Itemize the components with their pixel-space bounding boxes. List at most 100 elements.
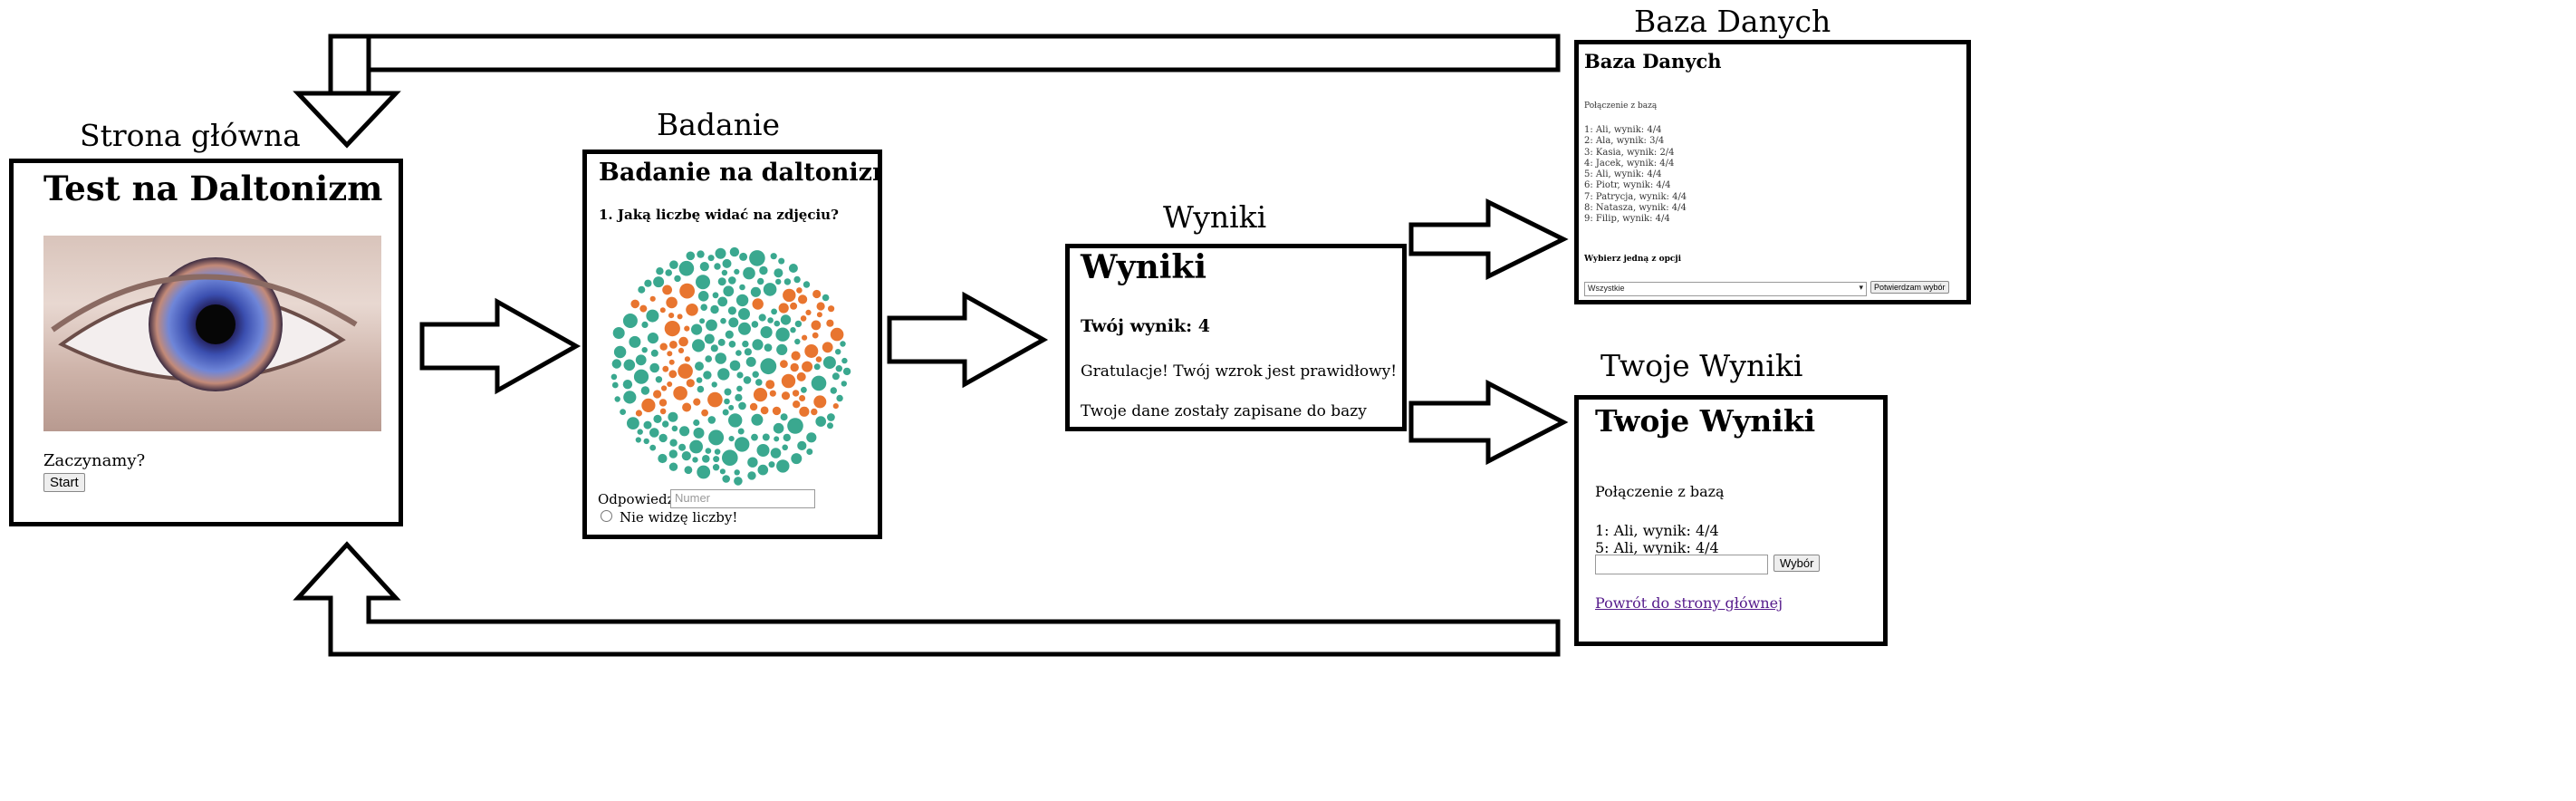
database-entry: 5: Ali, wynik: 4/4 — [1584, 169, 1662, 180]
plate-dot — [722, 449, 738, 466]
plate-number-dot — [664, 321, 680, 337]
plate-dot — [750, 286, 761, 297]
plate-number-dot — [813, 395, 827, 409]
database-select-value: Wszystkie — [1588, 284, 1625, 293]
plate-number-dot — [686, 304, 698, 316]
plate-dot — [775, 278, 782, 285]
plate-dot — [635, 354, 647, 366]
plate-dot — [735, 437, 750, 452]
plate-dot — [705, 355, 712, 362]
plate-dot — [681, 451, 691, 461]
plate-number-dot — [686, 379, 695, 388]
plate-dot — [728, 341, 736, 348]
plate-dot — [739, 284, 745, 291]
plate-dot — [705, 448, 712, 454]
panel-your-results: Twoje Wyniki Połączenie z bazą 1: Ali, w… — [1574, 395, 1888, 646]
plate-dot — [697, 250, 705, 258]
plate-dot — [610, 373, 618, 381]
plate-dot — [669, 260, 678, 269]
plate-dot — [696, 275, 710, 290]
plate-dot — [708, 429, 725, 446]
choose-button[interactable]: Wybór — [1773, 555, 1821, 572]
plate-number-dot — [752, 298, 764, 310]
plate-dot — [622, 314, 638, 328]
plate-dot — [655, 376, 663, 383]
home-prompt: Zaczynamy? — [43, 451, 146, 470]
plate-dot — [813, 363, 821, 371]
plate-dot — [773, 422, 784, 434]
plate-dot — [717, 296, 728, 307]
plate-dot — [665, 269, 672, 276]
arrow-database-to-home — [293, 34, 1561, 149]
plate-dot — [697, 291, 709, 302]
plate-number-dot — [693, 398, 701, 406]
answer-input[interactable]: Numer — [670, 489, 815, 508]
back-link[interactable]: Powrót do strony głównej — [1595, 594, 1783, 612]
plate-dot — [692, 457, 698, 463]
no-number-label: Nie widzę liczby! — [620, 509, 738, 526]
plate-number-dot — [678, 336, 688, 347]
plate-dot — [678, 260, 695, 276]
plate-dot — [774, 268, 783, 278]
plate-dot — [693, 427, 705, 439]
plate-dot — [734, 477, 743, 486]
plate-dot — [758, 314, 766, 322]
plate-dot — [782, 444, 788, 451]
plate-dot — [635, 437, 641, 443]
plate-dot — [728, 436, 735, 442]
plate-dot — [707, 416, 716, 424]
confirm-button[interactable]: Potwierdzam wybór — [1870, 281, 1949, 294]
plate-dot — [722, 409, 729, 416]
plate-number-dot — [781, 391, 791, 400]
database-select[interactable]: Wszystkie ▾ — [1584, 282, 1867, 296]
plate-dot — [710, 304, 719, 314]
no-number-radio[interactable] — [601, 510, 612, 522]
database-choose-label: Wybierz jedną z opcji — [1584, 255, 1682, 264]
plate-dot — [770, 253, 777, 260]
plate-dot — [806, 449, 813, 455]
plate-dot — [783, 278, 792, 285]
plate-number-dot — [793, 400, 801, 409]
plate-dot — [774, 320, 781, 327]
plate-dot — [703, 371, 712, 380]
plate-dot — [764, 343, 773, 352]
plate-number-dot — [639, 304, 648, 313]
plate-dot — [751, 413, 764, 426]
plate-dot — [649, 444, 657, 451]
plate-dot — [715, 352, 726, 364]
plate-dot — [835, 365, 842, 372]
plate-dot — [719, 468, 726, 475]
plate-number-dot — [659, 307, 666, 314]
plate-dot — [640, 386, 650, 395]
plate-dot — [794, 320, 803, 328]
database-heading: Baza Danych — [1584, 50, 1722, 72]
your-results-entry: 5: Ali, wynik: 4/4 — [1595, 539, 1719, 556]
plate-dot — [749, 250, 765, 266]
plate-dot — [757, 464, 769, 476]
chevron-down-icon: ▾ — [1859, 283, 1863, 292]
plate-dot — [755, 379, 763, 386]
plate-dot — [811, 375, 827, 391]
start-button[interactable]: Start — [43, 473, 85, 492]
plate-dot — [752, 339, 764, 351]
plate-dot — [776, 459, 790, 473]
plate-dot — [653, 414, 662, 423]
plate-number-dot — [667, 381, 673, 387]
plate-dot — [783, 433, 791, 442]
your-results-input[interactable] — [1595, 555, 1768, 574]
plate-dot — [669, 439, 678, 447]
plate-dot — [696, 377, 703, 383]
plate-dot — [836, 394, 843, 402]
plate-dot — [699, 262, 709, 272]
database-entry: 6: Piotr, wynik: 4/4 — [1584, 180, 1671, 191]
plate-number-dot — [800, 315, 807, 322]
database-entry: 7: Patrycja, wynik: 4/4 — [1584, 191, 1687, 202]
plate-dot — [658, 453, 668, 464]
plate-dot — [745, 356, 756, 367]
plate-dot — [668, 462, 678, 471]
label-home: Strona główna — [80, 118, 301, 153]
plate-dot — [822, 356, 836, 370]
plate-dot — [756, 444, 770, 457]
plate-dot — [689, 439, 703, 454]
